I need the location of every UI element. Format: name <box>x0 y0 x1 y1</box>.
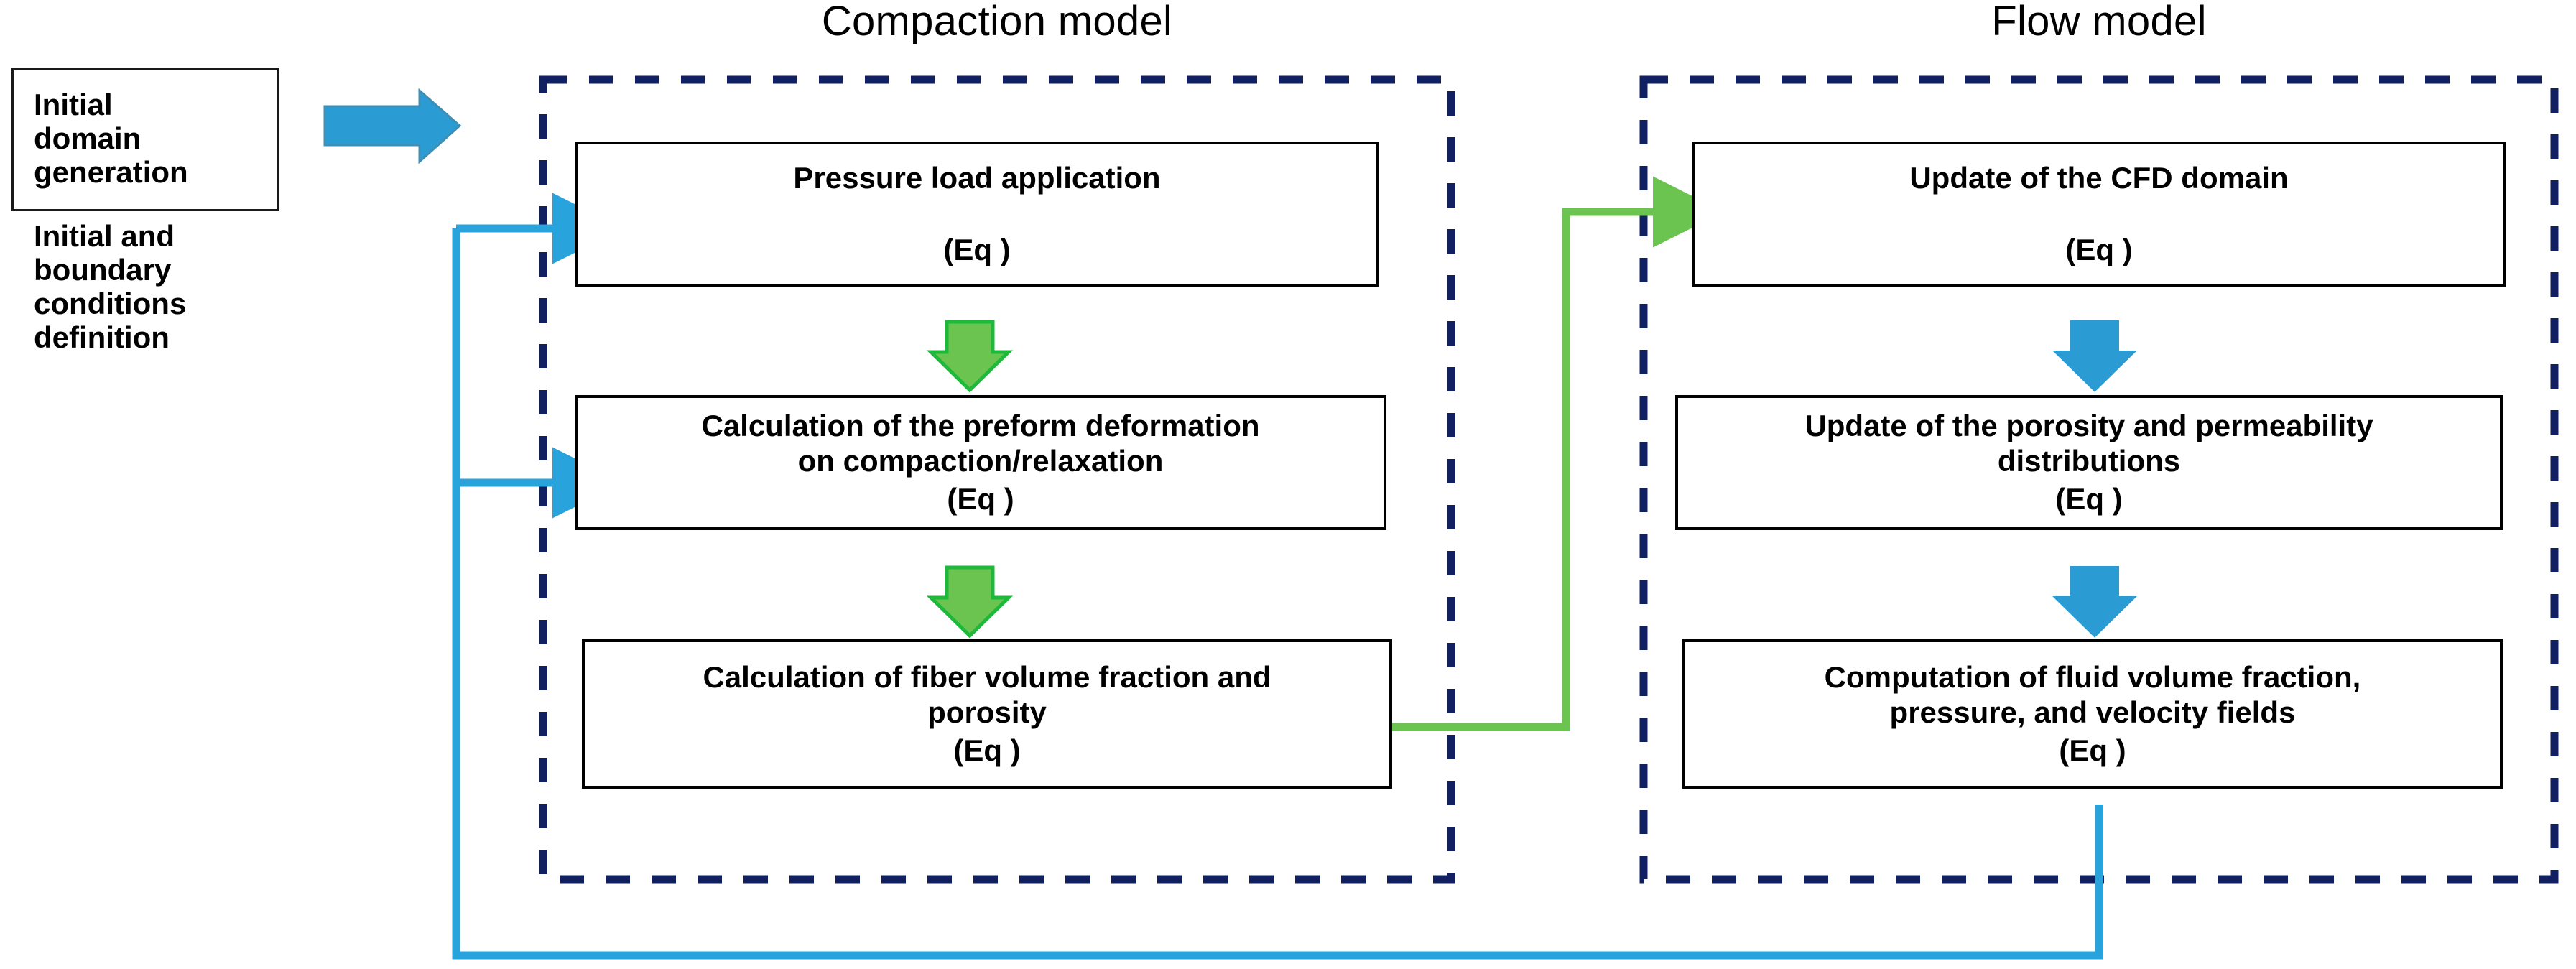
flow-feedback-main-line <box>452 228 2103 960</box>
compaction-step-2-title: Calculation of the preform deformation o… <box>701 409 1260 478</box>
compaction-step-1-equation: (Eq ) <box>943 233 1011 267</box>
initial-line-2: domain <box>34 121 142 156</box>
flow-step-3-equation: (Eq ) <box>2059 733 2126 767</box>
flow-step-3-title: Computation of fluid volume fraction, pr… <box>1824 660 2361 729</box>
compaction-to-flow-connector <box>1392 176 1724 731</box>
flow-step-1-box[interactable]: Update of the CFD domain (Eq ) <box>1692 142 2506 287</box>
flow-model-title: Flow model <box>1991 0 2207 45</box>
compaction-model-dashed-container <box>539 75 1455 884</box>
flow-step-2-box[interactable]: Update of the porosity and permeability … <box>1675 395 2503 530</box>
compaction-arrow-2-icon <box>926 565 1014 639</box>
initial-domain-conditions-panel: Initial domain generation Initial and bo… <box>11 68 279 354</box>
compaction-step-3-box[interactable]: Calculation of fiber volume fraction and… <box>582 639 1392 789</box>
compaction-step-1-title: Pressure load application <box>793 160 1161 195</box>
initial-line-7: definition <box>34 320 170 355</box>
compaction-step-3-title: Calculation of fiber volume fraction and… <box>703 660 1271 729</box>
compaction-step-3-equation: (Eq ) <box>953 733 1021 767</box>
initial-line-5: boundary <box>34 253 172 287</box>
compaction-step-1-box[interactable]: Pressure load application (Eq ) <box>575 142 1379 287</box>
flow-arrow-2-icon <box>2052 566 2137 638</box>
flow-step-2-equation: (Eq ) <box>2055 481 2123 516</box>
flow-step-1-equation: (Eq ) <box>2065 233 2133 267</box>
start-arrow-icon <box>323 88 462 164</box>
compaction-model-title: Compaction model <box>821 0 1173 45</box>
initial-line-3: generation <box>34 155 188 190</box>
compaction-arrow-1-icon <box>926 320 1014 393</box>
flow-step-3-box[interactable]: Computation of fluid volume fraction, pr… <box>1682 639 2503 789</box>
compaction-step-2-box[interactable]: Calculation of the preform deformation o… <box>575 395 1386 530</box>
initial-line-4: Initial and <box>34 219 175 254</box>
initial-line-1: Initial <box>34 88 113 121</box>
flow-step-1-title: Update of the CFD domain <box>1909 160 2289 195</box>
compaction-step-2-equation: (Eq ) <box>947 481 1014 516</box>
initial-line-6: conditions <box>34 287 187 321</box>
flow-step-2-title: Update of the porosity and permeability … <box>1804 409 2373 478</box>
flow-arrow-1-icon <box>2052 320 2137 392</box>
